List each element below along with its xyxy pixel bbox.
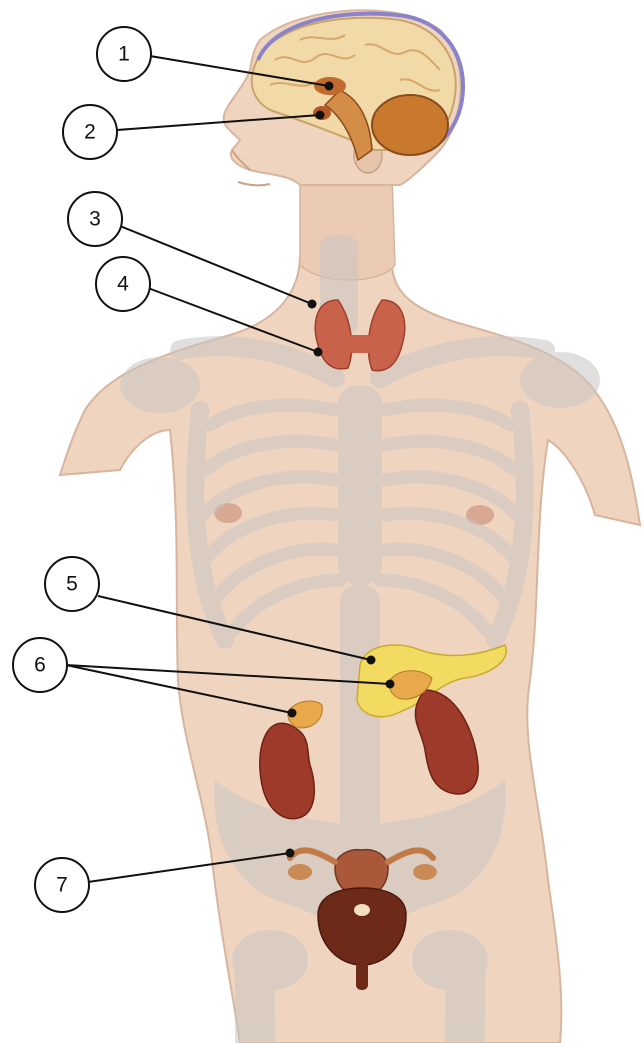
- callout-label-2: 2: [84, 121, 96, 144]
- callout-label-5: 5: [66, 573, 78, 596]
- anchor-dot-4: [314, 348, 323, 357]
- anchor-dot-6b: [288, 709, 297, 718]
- sternum: [338, 385, 382, 585]
- callout-7: 7: [35, 858, 89, 912]
- callout-2: 2: [63, 105, 117, 159]
- callout-1: 1: [97, 27, 151, 81]
- callout-label-1: 1: [118, 43, 130, 66]
- anchor-dot-5: [367, 656, 376, 665]
- callout-4: 4: [96, 257, 150, 311]
- shoulder-left: [120, 357, 200, 413]
- anchor-dot-7: [286, 849, 295, 858]
- femur-left: [235, 960, 275, 1043]
- callout-label-3: 3: [89, 208, 101, 231]
- anchor-dot-3: [308, 300, 317, 309]
- anchor-dot-2: [316, 111, 325, 120]
- callout-label-7: 7: [56, 874, 68, 897]
- femur-right: [445, 960, 485, 1043]
- cerebellum: [372, 95, 448, 155]
- ovary-left: [288, 864, 312, 880]
- bladder-highlight: [354, 904, 370, 916]
- anchor-dot-1: [325, 82, 334, 91]
- callout-label-6: 6: [34, 654, 46, 677]
- ovary-right: [413, 864, 437, 880]
- shoulder-right: [520, 352, 600, 408]
- callout-6: 6: [13, 638, 67, 692]
- callout-5: 5: [45, 557, 99, 611]
- callout-3: 3: [68, 192, 122, 246]
- anchor-dot-6a: [386, 680, 395, 689]
- urethra: [356, 962, 368, 990]
- thyroid-isthmus: [345, 335, 375, 353]
- callout-label-4: 4: [117, 273, 129, 296]
